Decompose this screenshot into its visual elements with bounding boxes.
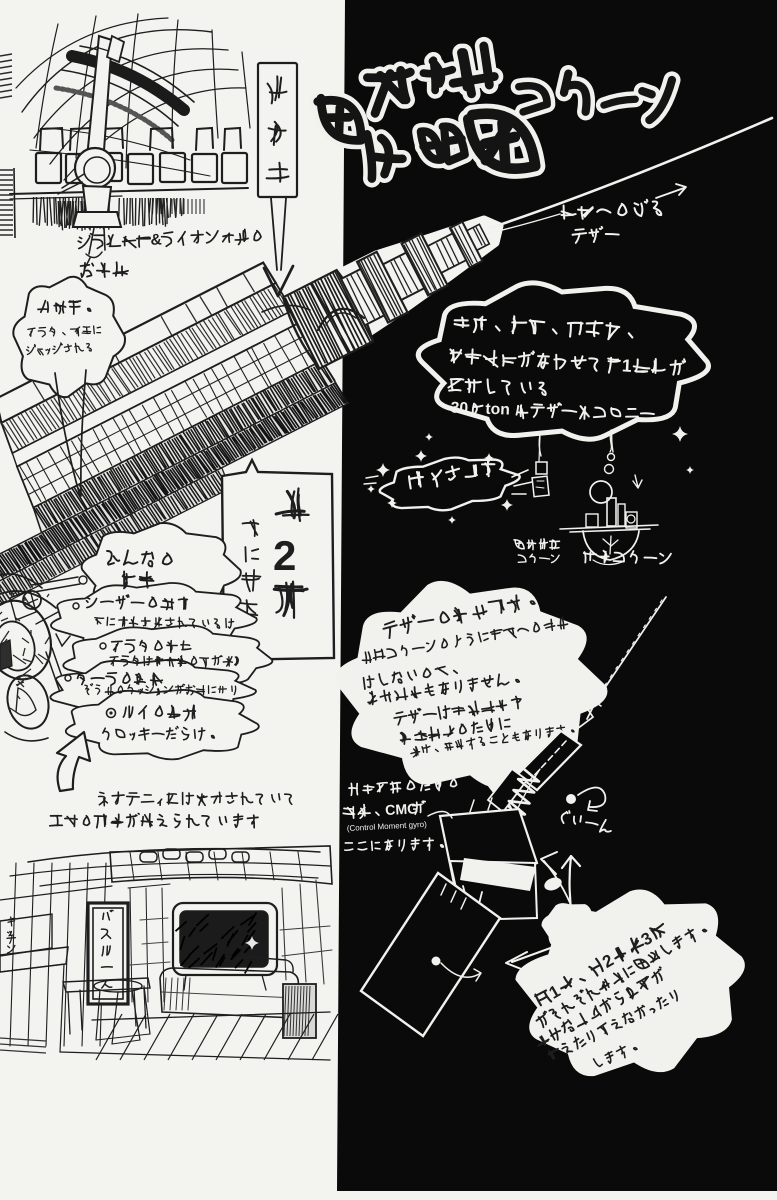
svg-text:(Control Moment gyro): (Control Moment gyro): [347, 820, 428, 833]
svg-text:ton: ton: [485, 401, 510, 419]
svg-text:1: 1: [621, 355, 632, 375]
svg-text:2: 2: [273, 532, 296, 579]
svg-text:&: &: [150, 232, 162, 249]
svg-text:CMG: CMG: [385, 801, 419, 819]
svg-text:30: 30: [450, 399, 468, 417]
